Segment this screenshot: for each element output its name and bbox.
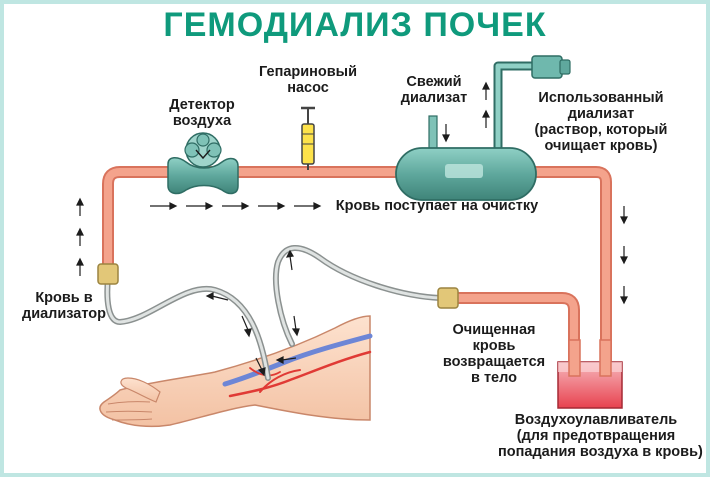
arrow-line-1 xyxy=(205,292,229,301)
right-tube-connector xyxy=(437,287,459,309)
arrow-right-2 xyxy=(186,202,214,210)
diagram-title: ГЕМОДИАЛИЗ ПОЧЕК xyxy=(163,6,547,44)
air-detector xyxy=(167,132,239,195)
flow-arrows xyxy=(76,81,628,377)
left-tube-connector xyxy=(97,263,119,285)
dialyzer xyxy=(395,55,571,201)
arrow-line-5 xyxy=(291,315,300,337)
arrow-right-3 xyxy=(222,202,250,210)
blood-circuit xyxy=(102,166,612,386)
arrow-right-1 xyxy=(150,202,178,210)
arm xyxy=(99,315,373,428)
arrow-dialysate-out-2 xyxy=(482,81,490,100)
label-blood-to-cleaning: Кровь поступает на очистку xyxy=(335,198,539,214)
heparin-pump xyxy=(301,106,315,170)
arrow-down-3 xyxy=(620,286,628,305)
arrow-down-2 xyxy=(620,246,628,265)
patient-lines xyxy=(104,245,443,381)
arrow-up-3 xyxy=(76,257,84,276)
arrow-line-6 xyxy=(275,356,297,364)
arrow-line-3 xyxy=(255,357,266,377)
arrow-down-1 xyxy=(620,206,628,225)
arrow-right-5 xyxy=(294,202,322,210)
arrow-line-4 xyxy=(285,249,294,271)
arrow-up-2 xyxy=(76,227,84,246)
arrow-dialysate-out-1 xyxy=(482,109,490,128)
arrow-up-1 xyxy=(76,197,84,216)
arrow-right-4 xyxy=(258,202,286,210)
arrow-line-2 xyxy=(241,315,252,338)
air-trap xyxy=(557,339,623,409)
arrow-dialysate-in xyxy=(442,124,450,143)
